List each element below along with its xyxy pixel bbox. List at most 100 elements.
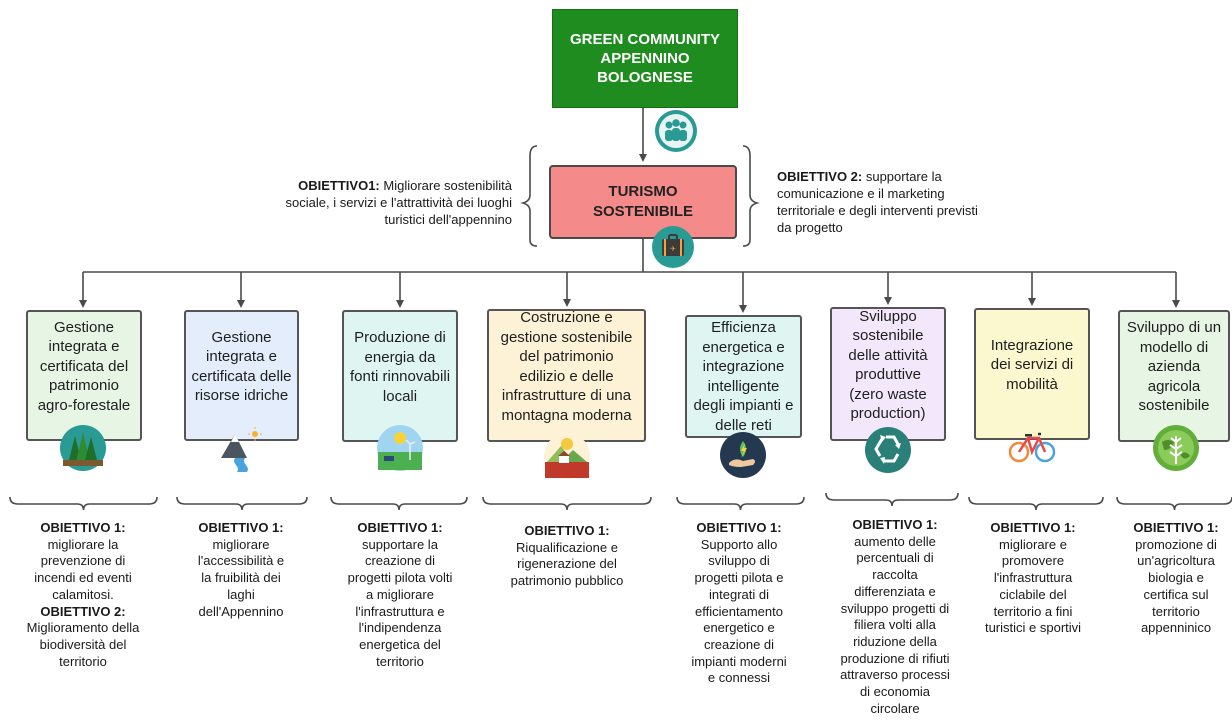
category-card-line: mobilità — [1006, 375, 1058, 393]
category-card-line: azienda — [1147, 358, 1201, 376]
top-left-brace — [520, 145, 538, 247]
svg-text:✈: ✈ — [670, 245, 676, 253]
objective-line: produzione di rifiuti — [840, 650, 950, 666]
category-card-line: infrastrutture di una — [501, 387, 632, 404]
objective-line: l'infrastruttura — [993, 570, 1073, 586]
objective-line: energetica del — [359, 636, 441, 652]
objective-brace-2 — [176, 496, 308, 511]
objective-line: calamitosi. — [52, 586, 114, 602]
root-line-2: APPENNINO — [600, 50, 690, 67]
objective-line: biologia e — [1148, 570, 1204, 586]
objective-line: turistici e sportivi — [984, 620, 1082, 636]
objective-line: laghi — [227, 586, 255, 602]
objective-line: rigenerazione del — [517, 556, 617, 572]
category-card-line: dei servizi di — [990, 356, 1074, 374]
objective-line: sviluppo di — [708, 553, 770, 569]
objective-brace-7 — [968, 496, 1104, 511]
forest-icon — [59, 424, 107, 477]
category-card-line: (zero waste — [849, 385, 927, 403]
category-card-line: sostenibile — [852, 327, 924, 344]
objective-brace-4 — [482, 496, 652, 511]
bicycle-icon — [1008, 422, 1056, 475]
objective-label: OBIETTIVO 1: — [852, 517, 938, 532]
river-mountain-icon — [217, 424, 265, 477]
objective-line: patrimonio pubblico — [510, 573, 624, 589]
objective-line: incendi ed eventi — [34, 570, 132, 586]
objective-line: filiera volti alla — [854, 617, 936, 633]
objective-line: Supporto allo — [700, 536, 778, 552]
objective-line: sviluppo progetti di — [840, 600, 950, 616]
category-card-line: risorse idriche — [194, 387, 289, 404]
objective-line: riduzione della — [853, 633, 937, 649]
objective-line: energetico e — [703, 620, 775, 636]
objective-line: promovere — [1001, 553, 1065, 569]
objective-brace-3 — [330, 496, 468, 511]
category-card-line: Gestione — [211, 328, 272, 346]
objective-line: creazione di — [364, 553, 436, 569]
renewable-landscape-icon — [376, 424, 424, 477]
objective-top-left-line-3: turistici dell'appennino — [384, 212, 512, 227]
objective-label: OBIETTIVO 1: — [40, 520, 126, 535]
category-card-line: agro-forestale — [37, 396, 131, 414]
top-right-brace — [742, 145, 760, 247]
objective-top-right-line-2: comunicazione e il marketing — [777, 186, 945, 201]
objective-line: efficientamento — [695, 603, 783, 619]
objective-line: ciclabile del — [999, 586, 1067, 602]
objective-top-left-label: OBIETTIVO1: — [298, 178, 380, 193]
objective-label: OBIETTIVO 1: — [524, 523, 610, 538]
objective-line: integrati di — [709, 586, 769, 602]
objective-line: l'infrastruttura e — [355, 603, 445, 619]
objective-line: territorio — [1152, 603, 1200, 619]
category-card-line: degli impianti e — [693, 397, 794, 414]
objective-line: dell'Appennino — [198, 603, 284, 619]
objective-line: l'indipendenza — [358, 620, 442, 636]
objective-top-right-text-1: supportare la — [862, 169, 942, 184]
objective-line: Riqualificazione e — [516, 539, 618, 555]
objective-line: un'agricoltura — [1137, 553, 1215, 569]
objective-line: migliorare e — [999, 536, 1067, 552]
mountain-house-icon — [543, 432, 591, 485]
objective-line: di economia — [859, 684, 931, 700]
objective-line: territorio — [376, 653, 424, 669]
category-card-line: integrazione — [702, 358, 785, 375]
objective-label: OBIETTIVO 1: — [1133, 520, 1219, 535]
root-node-green-community: GREEN COMMUNITY APPENNINO BOLOGNESE — [552, 9, 738, 108]
energy-hand-icon — [719, 431, 767, 484]
objective-line: prevenzione di — [40, 553, 126, 569]
objective-label: OBIETTIVO 1: — [990, 520, 1076, 535]
category-card-line: Sviluppo di un — [1126, 319, 1222, 337]
objective-label: OBIETTIVO 2: — [40, 603, 126, 619]
category-card-line: locali — [382, 387, 418, 405]
category-card-line: agricola — [1147, 377, 1201, 395]
category-card-line: modello di — [1139, 338, 1209, 356]
objective-brace-6 — [825, 492, 959, 507]
category-card-line: Costruzione e — [520, 309, 613, 326]
objective-line: appenninico — [1140, 620, 1212, 636]
objective-line: attraverso processi — [840, 667, 950, 683]
objective-brace-5 — [676, 496, 805, 511]
objective-line: l'accessibilità e — [197, 553, 285, 569]
category-card-line: delle attività — [848, 346, 928, 364]
category-card-line: Integrazione — [990, 336, 1074, 354]
objective-line: territorio — [59, 653, 107, 669]
objective-brace-1 — [9, 496, 158, 511]
objective-label: OBIETTIVO 1: — [696, 520, 782, 535]
people-group-icon — [654, 109, 698, 158]
objective-label: OBIETTIVO 1: — [357, 520, 443, 535]
root-line-1: GREEN COMMUNITY — [570, 31, 720, 48]
category-card-line: patrimonio — [48, 377, 120, 395]
category-card-line: integrata e — [206, 348, 277, 365]
category-card-line: gestione sostenibile — [500, 328, 633, 346]
objective-line: a migliorare — [366, 586, 434, 602]
category-card-line: Sviluppo — [859, 307, 917, 325]
category-card-line: intelligente — [707, 377, 780, 395]
